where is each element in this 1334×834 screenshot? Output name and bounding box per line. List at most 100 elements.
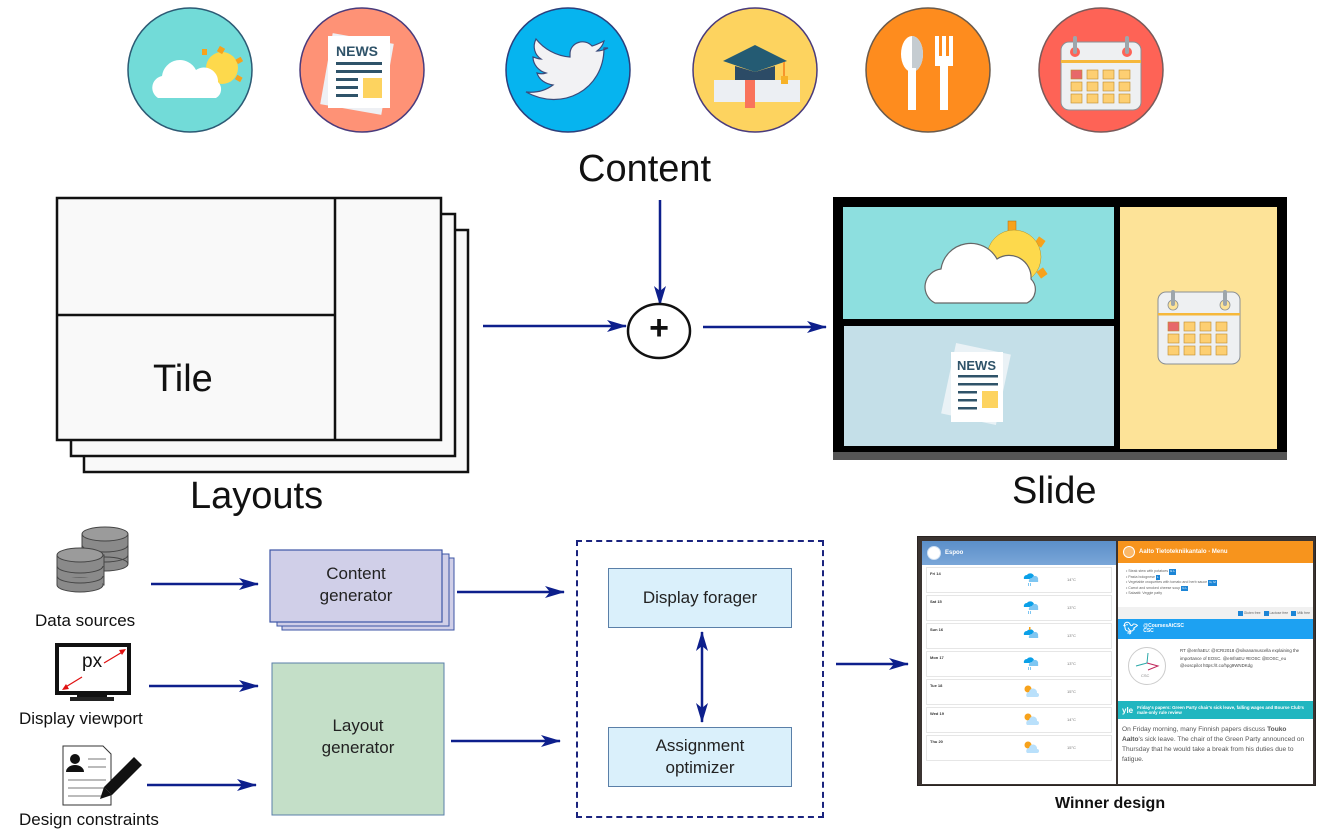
- diet-tag: G L: [1169, 569, 1176, 575]
- sun-cloud-weather-icon: [1023, 711, 1039, 727]
- menu-item-text: Carrot and smoked cheese soup: [1128, 585, 1181, 590]
- content-label: Content: [578, 148, 712, 190]
- layout-generator-box: [271, 662, 445, 816]
- display-forager-box: Display forager: [608, 568, 792, 628]
- rain-weather-icon: [1023, 571, 1039, 587]
- slide-news-text: NEWS: [957, 358, 996, 373]
- calendar-day-cell: [1070, 81, 1083, 92]
- news-icon-text: NEWS: [336, 43, 378, 59]
- rain-weather-icon: [1023, 599, 1039, 615]
- design-constraints-label: Design constraints: [19, 810, 159, 829]
- calendar-day-cell: [1215, 321, 1228, 332]
- forecast-temperature: 13°C: [1067, 633, 1076, 638]
- display-forager-label: Display forager: [642, 588, 758, 607]
- rain-weather-icon: [1023, 655, 1039, 671]
- tweet: CSC RT @eInfraEU: @ICRI2018 @silvanamusc…: [1118, 639, 1313, 697]
- calendar-day-cell: [1118, 81, 1131, 92]
- graduation-cap-icon: [692, 7, 818, 133]
- forecast-temperature: 14°C: [1067, 577, 1076, 582]
- diet-tag: G, M: [1208, 580, 1217, 586]
- yle-logo: yle: [1122, 705, 1134, 715]
- content-generator-label: Content generator: [270, 563, 442, 607]
- content-generator-stack: [269, 549, 455, 631]
- twitter-logo-icon: 🐦︎: [1123, 621, 1139, 636]
- diet-legend-swatch: [1237, 610, 1243, 616]
- slide-news-icon: NEWS: [941, 342, 1011, 426]
- assignment-optimizer-box: Assignment optimizer: [608, 727, 792, 787]
- weather-icon: [127, 7, 253, 133]
- right-panels: Aalto Tietotekniikantalo - Menu • Steak …: [1118, 541, 1313, 784]
- monitor-icon: [55, 643, 131, 701]
- forecast-day: Sat 15: [930, 599, 942, 604]
- assignment-optimizer-line1: Assignment: [655, 736, 745, 755]
- winner-design-label: Winner design: [1055, 795, 1166, 812]
- diet-legend-label: Lactose free: [1269, 611, 1289, 615]
- merge-plus-operator: [626, 302, 692, 360]
- sun-cloud-weather-icon: [1023, 683, 1039, 699]
- forecast-day: Tue 18: [930, 683, 943, 688]
- content-generator-line2: generator: [319, 586, 393, 605]
- optimizer-container: [576, 540, 824, 818]
- thermometer-icon: [927, 546, 941, 560]
- weather-header: Espoo: [922, 541, 1116, 565]
- forecast-day: Wed 19: [930, 711, 944, 716]
- calendar-day-cell: [1183, 321, 1196, 332]
- weather-title: Espoo: [945, 550, 964, 556]
- slide-weather-icon: [924, 220, 1048, 304]
- news-icon: NEWS: [299, 7, 425, 133]
- forecast-day: Thu 20: [930, 739, 943, 744]
- layout-generator-label: Layout generator: [272, 715, 444, 759]
- twitter-account-name: CSC: [1143, 628, 1154, 634]
- calendar-day-cell: [1086, 93, 1099, 104]
- csc-logo-text: CSC: [1141, 673, 1150, 678]
- calendar-day-cell: [1199, 321, 1212, 332]
- news-body-bold: Aalto: [1122, 736, 1139, 743]
- forecast-temperature: 13°C: [1067, 661, 1076, 666]
- csc-logo: CSC: [1128, 647, 1166, 685]
- calendar-day-cell: [1086, 81, 1099, 92]
- calendar-day-cell: [1167, 345, 1180, 356]
- forecast-row: Wed 19 14°C: [926, 707, 1112, 733]
- tweet-text: RT @eInfraEU: @ICRI2018 @silvanamuscella…: [1180, 648, 1300, 668]
- calendar-day-cell: [1118, 93, 1131, 104]
- twitter-bird-icon: [505, 7, 631, 133]
- diet-tag: G L: [1181, 585, 1189, 592]
- restaurant-logo-icon: [1123, 546, 1135, 558]
- layout-generator-line2: generator: [321, 738, 395, 757]
- calendar-day-cell: [1102, 93, 1115, 104]
- twitter-header: 🐦︎ @CoursesAtCSC CSC: [1118, 619, 1313, 639]
- storm-weather-icon: [1023, 627, 1039, 643]
- calendar-day-cell: [1215, 345, 1228, 356]
- calendar-icon: [1038, 7, 1164, 133]
- forecast-temperature: 15°C: [1067, 745, 1076, 750]
- twitter-handle: @CoursesAtCSC: [1143, 622, 1184, 629]
- layouts-label: Layouts: [190, 475, 324, 517]
- menu-item-text: Steak stew with potatoes: [1128, 569, 1169, 573]
- calendar-day-cell: [1215, 333, 1228, 344]
- forecast-temperature: 14°C: [1067, 717, 1076, 722]
- menu-item: • Salaatti: Veggie patty: [1126, 591, 1163, 596]
- diet-legend-label: Gluten free: [1243, 611, 1261, 615]
- calendar-grid: [1070, 69, 1131, 104]
- calendar-day-cell: [1183, 345, 1196, 356]
- forecast-day: Mon 17: [930, 655, 944, 660]
- menu-item-text: Salaatti: Veggie patty: [1128, 591, 1163, 596]
- news-body: On Friday morning, many Finnish papers d…: [1118, 719, 1313, 765]
- forecast-row: Thu 20 15°C: [926, 735, 1112, 761]
- news-body-bold: Touko: [1267, 726, 1287, 733]
- data-sources-label: Data sources: [35, 611, 136, 630]
- viewport-px-text: px: [82, 651, 103, 672]
- news-body-text: 's sick leave. The chair of the Green Pa…: [1122, 736, 1305, 763]
- calendar-day-cell: [1167, 333, 1180, 344]
- news-header: yle Friday's papers: Green Party chair's…: [1118, 701, 1313, 719]
